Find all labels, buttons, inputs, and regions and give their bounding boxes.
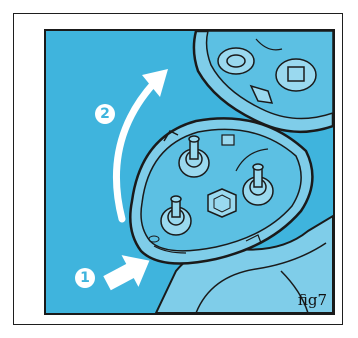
figure-frame: 2 1 fig7: [13, 13, 343, 325]
center-hub: [208, 189, 236, 217]
shaver-illustration: 2 1 fig7: [44, 29, 335, 315]
figure-caption: fig7: [298, 291, 327, 309]
step-1-badge: 1: [75, 268, 95, 288]
step-2-badge: 2: [95, 104, 115, 124]
